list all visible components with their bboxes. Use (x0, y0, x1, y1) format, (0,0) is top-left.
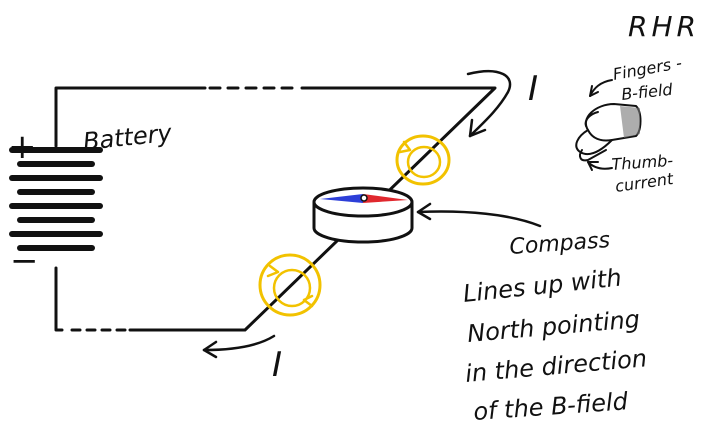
magnetic-field-loop-icon (258, 253, 322, 317)
note-line-3: in the direction (464, 344, 648, 388)
note-line-2: North pointing (466, 305, 641, 348)
note-line-1: Lines up with (462, 263, 623, 307)
current-arrow-top (466, 69, 512, 138)
rhr-title: RHR (628, 10, 700, 43)
thumb-pointer-arrow (587, 161, 613, 171)
fingers-label-line-1: Fingers - (611, 53, 683, 84)
current-arrow-bottom (202, 334, 276, 359)
compass-note: Lines up with North pointing in the dire… (462, 263, 648, 425)
fingers-pointer-arrow (589, 79, 613, 97)
magnetic-field-loop-icon (395, 134, 451, 186)
battery-icon (9, 147, 103, 251)
battery-minus-sign: − (10, 241, 39, 281)
battery-label: Battery (82, 119, 174, 156)
compass-pointer-arrow (416, 202, 542, 228)
note-line-4: of the B-field (472, 387, 629, 426)
current-label-top: I (528, 69, 538, 109)
compass-needle-north (363, 194, 408, 203)
compass-icon (312, 186, 414, 244)
fingers-label-line-2: B-field (620, 80, 674, 104)
compass-needle-south (320, 194, 363, 203)
battery-plus-sign: + (8, 127, 37, 167)
compass-label: Compass (509, 228, 611, 260)
current-label-bottom: I (272, 345, 282, 385)
right-hand-icon (575, 103, 642, 162)
thumb-label-line-1: Thumb- (611, 151, 674, 174)
